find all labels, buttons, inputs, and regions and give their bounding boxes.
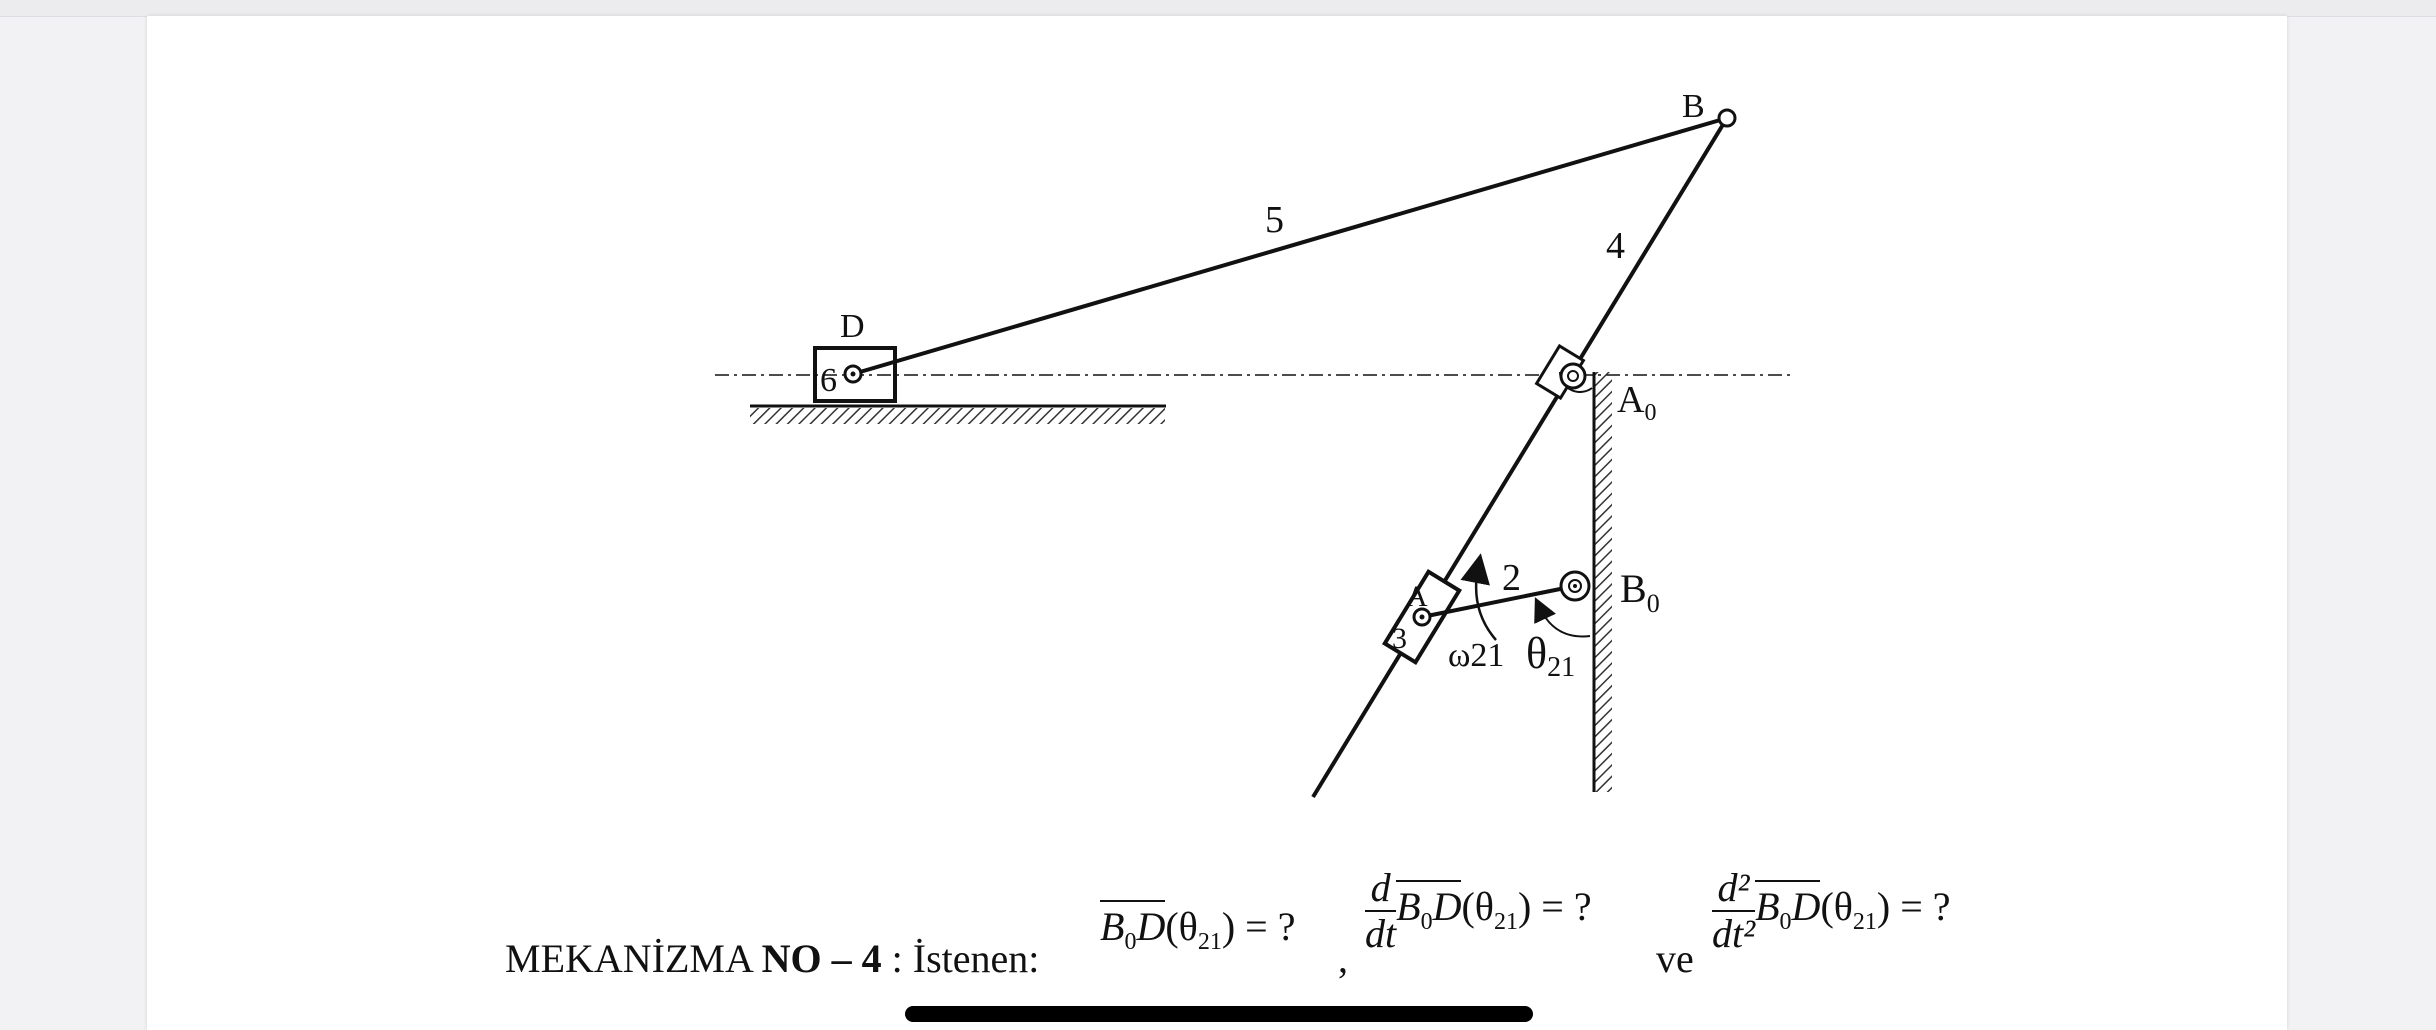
label-a0: A0	[1617, 379, 1656, 426]
label-a: A	[1406, 580, 1428, 613]
label-b0: B0	[1620, 566, 1660, 618]
link-5	[852, 116, 1728, 376]
slider-6-block	[813, 346, 897, 403]
label-link-5: 5	[1265, 199, 1284, 241]
label-omega: ω21	[1448, 637, 1504, 674]
caption-suffix: : İstenen:	[881, 936, 1040, 981]
ground-horizontal	[750, 404, 1166, 424]
formula-ve: ve	[1656, 936, 1694, 981]
home-indicator[interactable]	[905, 1006, 1533, 1022]
pivot-b0	[1559, 570, 1591, 602]
formula-1: B0D(θ21) = ?	[1100, 900, 1295, 956]
ground-vertical-wall	[1592, 372, 1612, 792]
label-b: B	[1682, 88, 1705, 125]
label-d: D	[840, 308, 865, 345]
label-theta: θ21	[1526, 629, 1575, 683]
pivot-a0	[1559, 362, 1593, 393]
link-2	[1421, 584, 1576, 619]
label-link-6: 6	[820, 362, 837, 399]
caption: MEKANİZMA NO – 4 : İstenen:	[505, 935, 1039, 982]
theta-arc	[1534, 597, 1591, 638]
caption-prefix: MEKANİZMA	[505, 936, 762, 981]
label-link-2: 2	[1502, 557, 1521, 599]
formula-comma: ,	[1338, 936, 1348, 981]
omega-arrow	[1460, 553, 1497, 641]
label-link-3: 3	[1392, 622, 1407, 655]
link-4	[1311, 116, 1729, 799]
label-link-4: 4	[1606, 225, 1625, 267]
caption-bold: NO – 4	[761, 936, 882, 981]
joint-b	[1717, 108, 1737, 128]
document-page	[147, 16, 2287, 1030]
